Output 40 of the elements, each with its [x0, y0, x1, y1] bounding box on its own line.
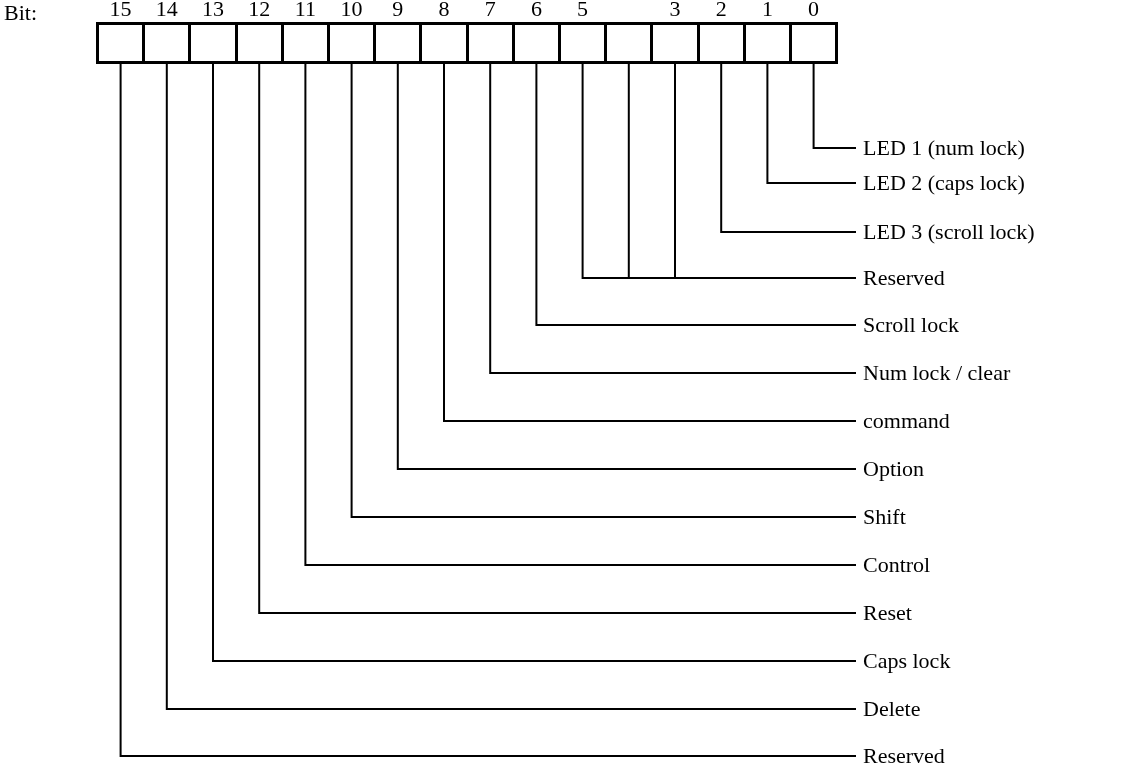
bit-number: 13 [201, 0, 225, 21]
bit-number: 3 [668, 0, 682, 21]
bit-number: 10 [339, 0, 364, 21]
field-label-text: LED 1 (num lock) [863, 135, 1025, 160]
leader-line [350, 63, 857, 518]
bit-number: 2 [714, 0, 728, 21]
field-label-text: Shift [863, 504, 906, 529]
leader-line [304, 63, 857, 566]
field-label-text: Control [863, 552, 931, 577]
bit-number: 9 [391, 0, 405, 21]
field-label-text: Reserved [863, 265, 945, 290]
bit-number: 7 [483, 0, 497, 21]
leader-line [443, 63, 857, 422]
bit-number: 8 [437, 0, 451, 21]
leader-line [674, 63, 857, 279]
leader-line [812, 63, 857, 149]
bit-number: 15 [108, 0, 133, 21]
field-label-text: LED 3 (scroll lock) [863, 219, 1035, 244]
field-label-text: LED 2 (caps lock) [863, 170, 1025, 195]
leader-line [489, 63, 857, 374]
field-label-text: Reset [863, 600, 912, 625]
field-label-text: Scroll lock [863, 312, 959, 337]
field-label-text: Num lock / clear [863, 360, 1011, 385]
field-label-text: Option [863, 456, 925, 481]
bit-number: 0 [807, 0, 821, 21]
bit-number: 5 [576, 0, 590, 21]
bit-number: 1 [760, 0, 774, 21]
field-label-text: Reserved [863, 743, 945, 768]
leader-line [535, 63, 857, 326]
register-label: Bit: [4, 1, 37, 25]
bit-number: 14 [154, 0, 179, 21]
field-label-text: Delete [863, 696, 921, 721]
bit-number: 12 [247, 0, 272, 21]
leader-line [720, 63, 857, 233]
bit-number: 6 [529, 0, 543, 21]
leader-line [396, 63, 857, 470]
bit-number: 11 [293, 0, 317, 21]
leader-line [766, 63, 857, 184]
field-label-text: command [863, 408, 950, 433]
field-label-text: Caps lock [863, 648, 951, 673]
